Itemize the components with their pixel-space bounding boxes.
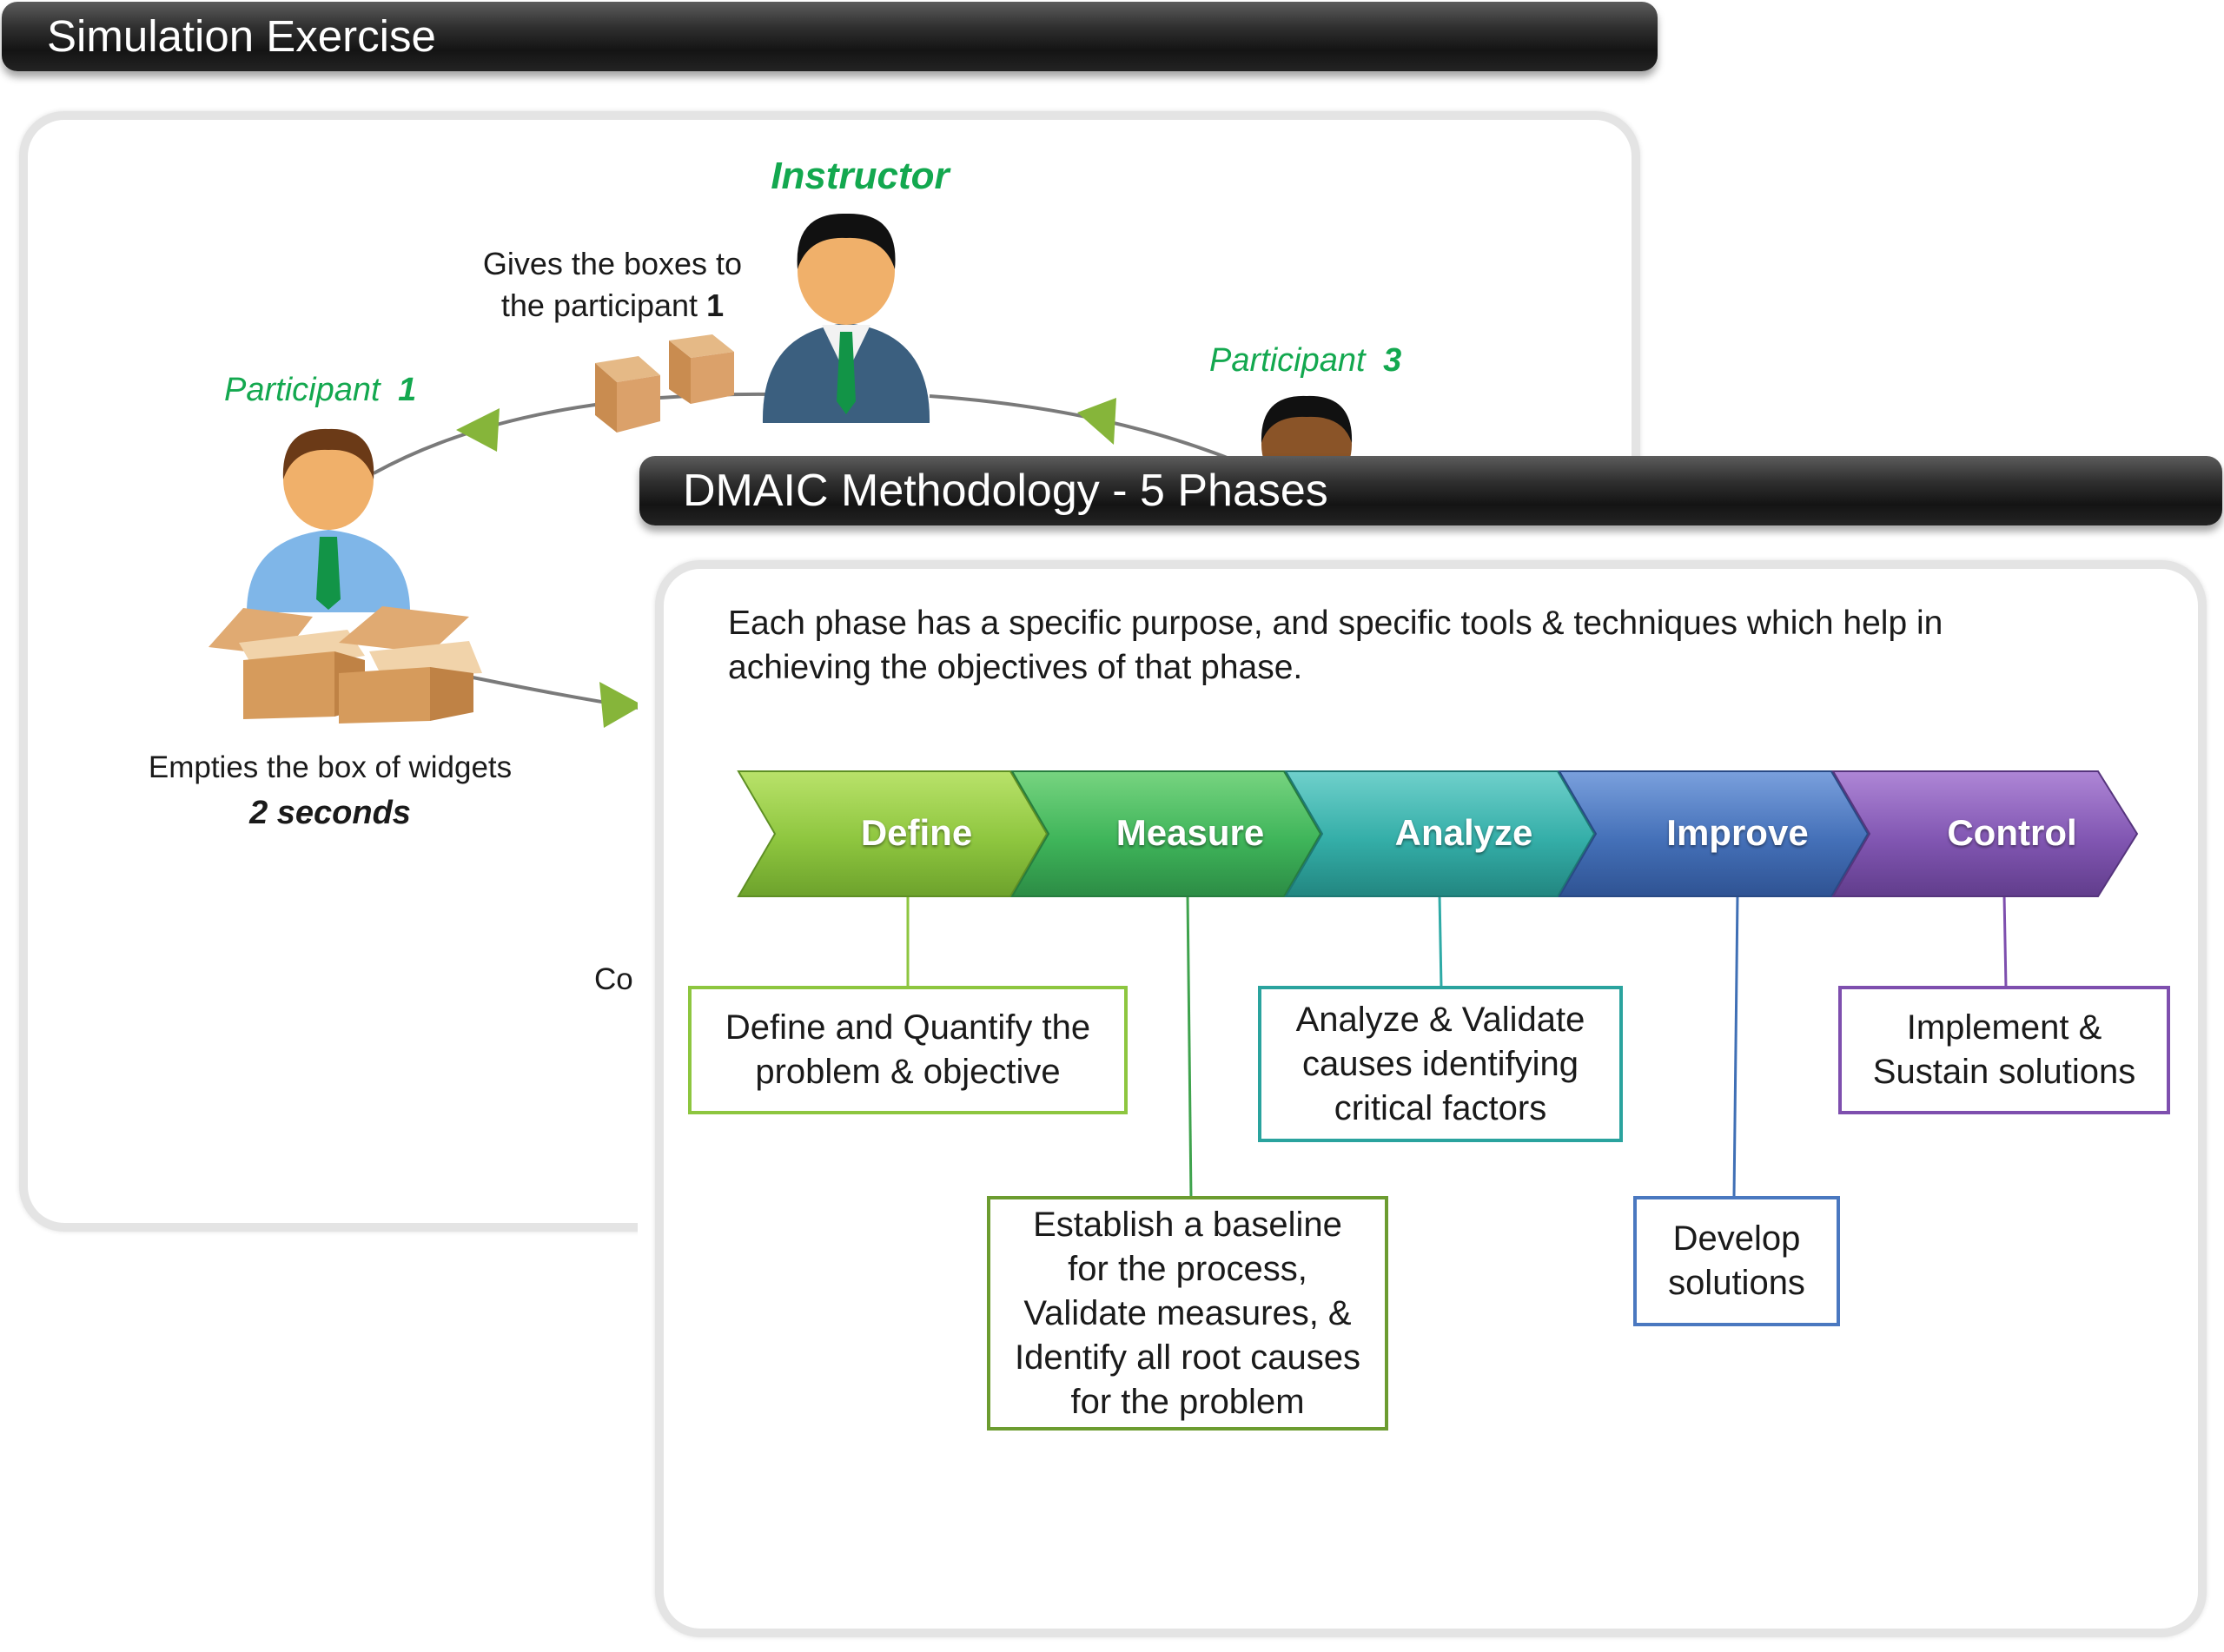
dmaic-title: DMAIC Methodology - 5 Phases [683,466,1328,516]
simulation-title-bar: Simulation Exercise [2,2,1658,71]
dmaic-chevron-diagram [737,770,2139,1199]
arrowhead-down [599,682,643,728]
dmaic-intro-text: Each phase has a specific purpose, and s… [728,605,1943,686]
phase-description-measure: Establish a baseline for the process, Va… [987,1196,1388,1431]
connector-analyze [1438,894,1443,988]
chevron-control [1831,770,2139,897]
phase-description-control: Implement & Sustain solutions [1838,986,2170,1114]
chevron-improve [1558,770,1870,897]
phase-label-improve: Improve [1666,812,1809,853]
arc-instructor-to-p1 [373,392,835,475]
instructor-avatar-icon [762,213,930,423]
phase-label-control: Control [1947,812,2077,853]
instructor-note: Gives the boxes to the participant 1 [482,246,743,323]
participant1-label: Participant 1 [224,372,417,408]
simulation-flow-arcs [373,392,1234,728]
connector-measure [1186,894,1193,1199]
phase-description-analyze: Analyze & Validate causes identifying cr… [1258,986,1623,1142]
participant1-note: Empties the box of widgets 2 seconds [148,750,513,831]
connector-improve [1732,894,1739,1198]
phase-description-improve: Develop solutions [1633,1196,1840,1326]
arrowhead-to-p1 [456,408,500,452]
arrowhead-to-instructor [1077,398,1116,445]
chevron-analyze [1284,770,1596,897]
boxes-icon [595,334,734,433]
chevron-measure [1010,770,1322,897]
open-boxes-icon [208,606,482,724]
phase-label-measure: Measure [1115,812,1265,853]
phase-label-analyze: Analyze [1394,812,1533,853]
dmaic-title-bar: DMAIC Methodology - 5 Phases [639,456,2222,525]
partial-hidden-text: Co [594,962,633,996]
simulation-title: Simulation Exercise [47,11,436,61]
chevron-define [737,770,1049,897]
participant3-avatar-icon [1261,395,1353,462]
phase-description-define: Define and Quantify the problem & object… [688,986,1128,1114]
participant3-label: Participant 3 [1209,342,1402,379]
connector-control [2002,894,2008,988]
instructor-label: Instructor [771,155,950,197]
phase-label-define: Define [860,812,973,853]
participant1-avatar-icon [247,428,410,612]
